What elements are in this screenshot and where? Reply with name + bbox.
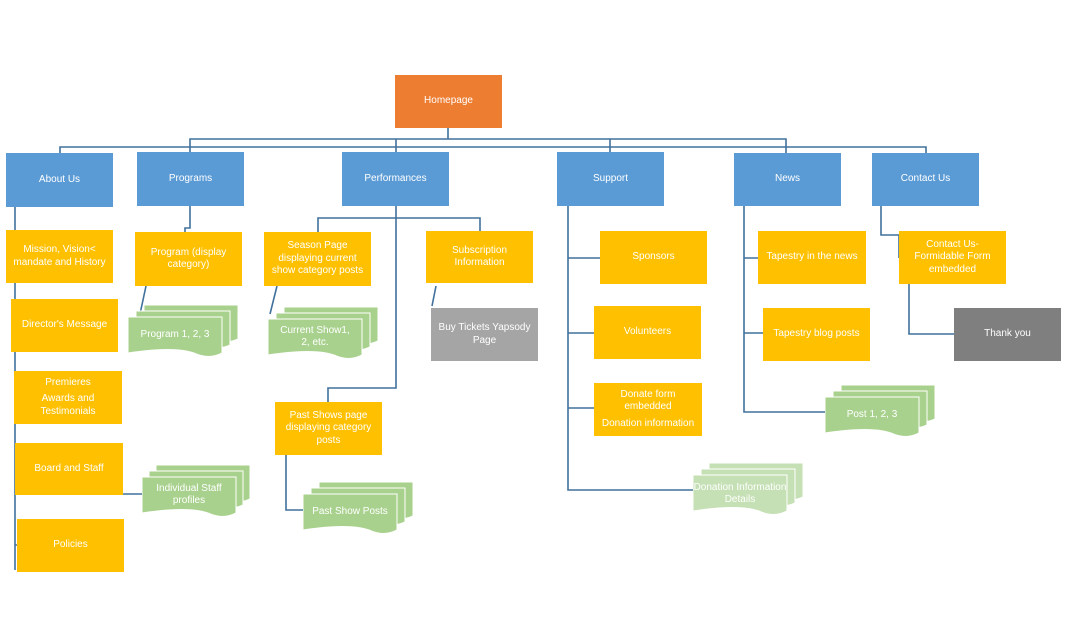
thank-you-label: Thank you (984, 328, 1031, 340)
staff-profiles-docs[interactable]: Individual Staff profiles (142, 465, 252, 521)
season-page-box[interactable]: Season Page displaying current show cate… (264, 232, 371, 286)
blog-posts-label: Tapestry blog posts (773, 328, 860, 340)
sponsors-label: Sponsors (632, 251, 675, 263)
staff-profiles-label: Individual Staff profiles (156, 482, 222, 507)
volunteers-box[interactable]: Volunteers (594, 306, 701, 359)
program-posts-label: Program 1, 2, 3 (140, 328, 210, 340)
program-posts-docs[interactable]: Program 1, 2, 3 (128, 305, 240, 361)
contact-us-label: Contact Us (900, 173, 951, 185)
policies-box[interactable]: Policies (17, 519, 124, 572)
program-category-box[interactable]: Program (display category) (135, 232, 242, 286)
support-label: Support (592, 172, 629, 184)
contact-form-box[interactable]: Contact Us- Formidable Form embedded (899, 231, 1006, 284)
subscription-box[interactable]: Subscription Information (426, 231, 533, 283)
past-shows-box[interactable]: Past Shows page displaying category post… (275, 402, 382, 455)
support-box[interactable]: Support (557, 152, 664, 206)
thank-you-box[interactable]: Thank you (954, 308, 1061, 361)
donation-details-label: Donation Information Details (693, 481, 787, 506)
season-page-label: Season Page displaying current show cate… (271, 240, 364, 277)
board-staff-box[interactable]: Board and Staff (15, 443, 123, 495)
current-show-label: Current Show1, 2, etc. (280, 324, 350, 349)
awards-label: Awards and Testimonials (40, 393, 96, 417)
donate-form-label: Donate form embedded (620, 388, 676, 413)
program-category-label: Program (display category) (150, 246, 227, 271)
homepage-box[interactable]: Homepage (395, 75, 502, 128)
contact-form-label: Contact Us- Formidable Form embedded (914, 238, 991, 275)
past-show-posts-label: Past Show Posts (312, 505, 388, 517)
programs-box[interactable]: Programs (137, 152, 244, 206)
performances-label: Performances (364, 172, 427, 184)
doc-stack-shape (825, 385, 936, 437)
policies-label: Policies (53, 539, 88, 551)
donation-info-label: Donation information (601, 417, 695, 429)
volunteers-label: Volunteers (623, 326, 672, 338)
tapestry-news-label: Tapestry in the news (766, 251, 858, 263)
past-show-posts-docs[interactable]: Past Show Posts (303, 482, 415, 538)
subscription-label: Subscription Information (451, 244, 508, 269)
about-us-label: About Us (38, 173, 81, 185)
blog-posts-box[interactable]: Tapestry blog posts (763, 308, 870, 361)
sponsors-box[interactable]: Sponsors (600, 231, 707, 284)
about-us-box[interactable]: About Us (6, 153, 113, 207)
news-box[interactable]: News (734, 153, 841, 206)
board-staff-label: Board and Staff (34, 462, 104, 474)
news-label: News (774, 173, 800, 185)
news-posts-label: Post 1, 2, 3 (846, 408, 898, 420)
doc-stack-shape (303, 482, 414, 534)
news-posts-docs[interactable]: Post 1, 2, 3 (825, 385, 937, 441)
premieres-awards-box[interactable]: Premieres Awards and Testimonials (14, 371, 122, 424)
directors-message-label: Director's Message (21, 319, 108, 331)
buy-tickets-box[interactable]: Buy Tickets Yapsody Page (431, 308, 538, 361)
doc-stack-shape (268, 307, 379, 359)
mission-box[interactable]: Mission, Vision< mandate and History (6, 230, 113, 283)
mission-label: Mission, Vision< mandate and History (13, 244, 106, 268)
past-shows-label: Past Shows page displaying category post… (285, 409, 372, 446)
performances-box[interactable]: Performances (342, 152, 449, 206)
programs-label: Programs (168, 172, 213, 184)
current-show-docs[interactable]: Current Show1, 2, etc. (268, 307, 380, 363)
buy-tickets-label: Buy Tickets Yapsody Page (438, 322, 531, 346)
doc-stack-shape (142, 465, 251, 517)
donation-details-docs[interactable]: Donation Information Details (693, 463, 805, 519)
premieres-label: Premieres (45, 376, 91, 388)
doc-stack-shape (128, 305, 239, 357)
tapestry-news-box[interactable]: Tapestry in the news (758, 231, 866, 284)
doc-stack-shape (693, 463, 804, 515)
contact-us-box[interactable]: Contact Us (872, 153, 979, 206)
homepage-label: Homepage (424, 95, 473, 107)
donate-box[interactable]: Donate form embedded Donation informatio… (594, 383, 702, 436)
directors-message-box[interactable]: Director's Message (11, 299, 118, 352)
